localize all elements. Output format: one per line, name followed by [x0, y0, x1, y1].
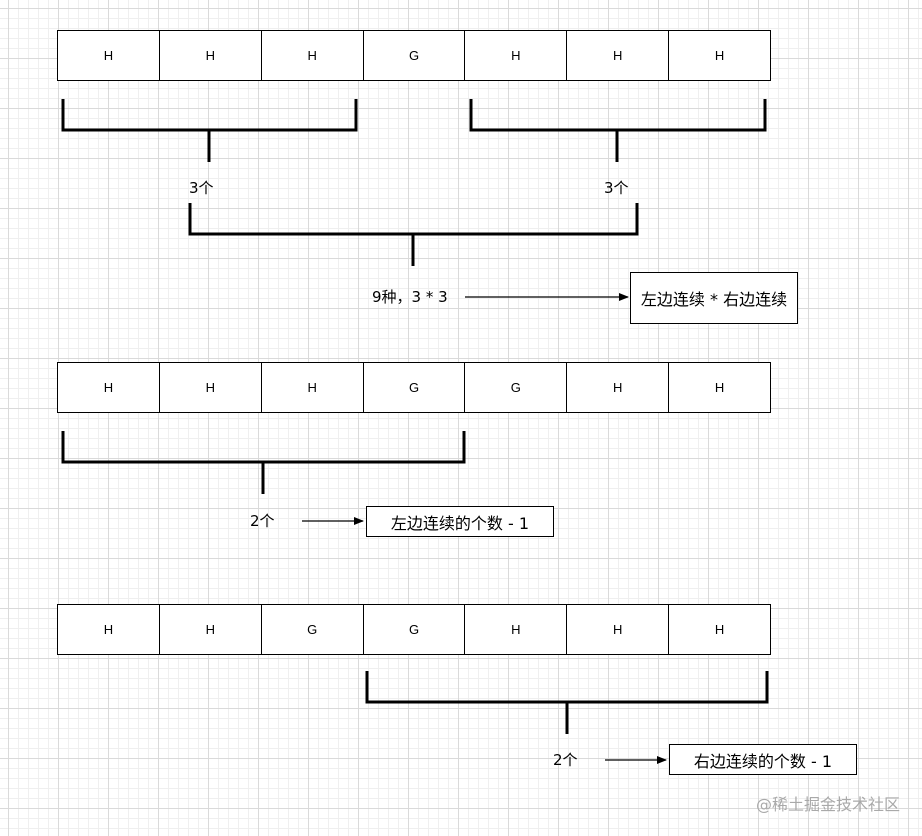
cell: H	[714, 48, 725, 63]
right-count-label-1: 3个	[604, 179, 629, 197]
right-count-label-3: 2个	[553, 751, 578, 769]
cell: H	[58, 363, 160, 412]
cell: G	[364, 363, 466, 412]
watermark: @稀土掘金技术社区	[755, 795, 900, 814]
cell: H	[465, 31, 568, 80]
cell: H	[567, 363, 670, 412]
cell: H	[262, 31, 364, 80]
cell-row-1: H H H G H H H	[57, 30, 771, 81]
cell: H	[58, 605, 160, 654]
cell: H	[714, 380, 725, 395]
bracket-combine	[188, 203, 639, 236]
cell: H	[58, 31, 160, 80]
bracket-row2-left	[61, 431, 466, 464]
cell: H	[465, 605, 568, 654]
cell: H	[567, 605, 670, 654]
cell: H	[160, 31, 262, 80]
cell: G	[465, 363, 568, 412]
cell: H	[714, 622, 725, 637]
cell: H	[160, 363, 262, 412]
cell: H	[262, 363, 364, 412]
left-minus-box: 左边连续的个数 - 1	[366, 506, 554, 537]
left-count-label-2: 2个	[250, 512, 275, 530]
combo-label: 9种，3 * 3	[372, 288, 448, 306]
cell: G	[262, 605, 364, 654]
right-minus-box: 右边连续的个数 - 1	[669, 744, 857, 775]
cell-row-3: H H G G H H H	[57, 604, 771, 655]
cell: H	[160, 605, 262, 654]
bracket-row3-right	[365, 671, 769, 704]
bracket-row1-left	[61, 99, 358, 132]
product-box: 左边连续 * 右边连续	[630, 272, 798, 324]
cell: G	[364, 31, 466, 80]
cell: G	[364, 605, 466, 654]
left-count-label-1: 3个	[189, 179, 214, 197]
cell: H	[567, 31, 670, 80]
bracket-row1-right	[469, 99, 767, 132]
cell-row-2: H H H G G H H	[57, 362, 771, 413]
